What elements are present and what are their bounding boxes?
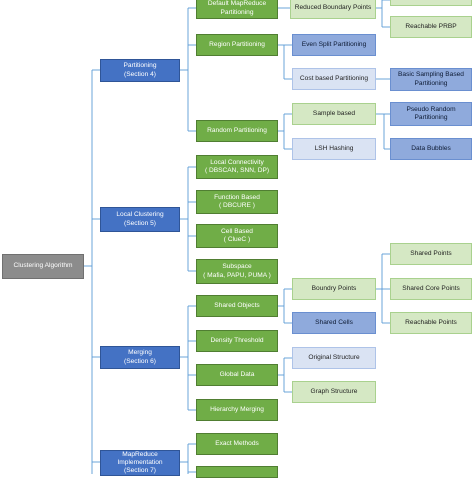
technique-random-partitioning: Random Partitioning [196,120,278,142]
node-basic-sampling-based-partitioning: Basic Sampling Based Partitioning [390,68,472,91]
technique-hierarchy-merging: Hierarchy Merging [196,399,278,421]
section-mapreduce-implementation: MapReduce Implementation (Section 7) [100,450,180,476]
node-reduced-boundary-points: Reduced Boundary Points [290,0,376,19]
node-shared-cells: Shared Cells [292,312,376,334]
technique-shared-objects: Shared Objects [196,295,278,317]
technique-function-based: Function Based ( DBCURE ) [196,190,278,214]
node-pseudo-random-partitioning: Pseudo Random Partitioning [390,102,472,126]
node-graph-structure: Graph Structure [292,381,376,403]
technique-subspace: Subspace ( Mafia, PAPU, PUMA ) [196,259,278,284]
section-local-clustering: Local Clustering (Section 5) [100,207,180,232]
technique-exact-methods: Exact Methods [196,433,278,455]
node-top-cut-off [390,0,472,6]
node-lsh-hashing: LSH Hashing [292,138,376,160]
node-reachable-prbp: Reachable PRBP [390,16,472,38]
technique-density-threshold: Density Threshold [196,330,278,352]
technique-default-mapreduce-partitioning: Default MapReduce Partitioning [196,0,278,19]
technique-region-partitioning: Region Partitioning [196,34,278,56]
root-clustering-algorithm: Clustering Algorithm [2,254,84,279]
node-even-split-partitioning: Even Split Partitioning [292,34,376,56]
node-shared-core-points: Shared Core Points [390,278,472,300]
node-data-bubbles: Data Bubbles [390,138,472,160]
node-sample-based: Sample based [292,103,376,125]
section-merging: Merging (Section 6) [100,346,180,369]
node-reachable-points: Reachable Points [390,312,472,334]
section-partitioning: Partitioning (Section 4) [100,59,180,82]
node-shared-points: Shared Points [390,243,472,265]
node-cost-based-partitioning: Cost based Partitioning [292,68,376,90]
technique-cell-based: Cell Based ( ClueC ) [196,224,278,248]
technique-local-connectivity: Local Connectivity ( DBSCAN, SNN, DP) [196,155,278,179]
technique-bottom-cut-off [196,466,278,478]
node-original-structure: Original Structure [292,347,376,369]
technique-global-data: Global Data [196,364,278,386]
node-boundry-points: Boundry Points [292,278,376,300]
